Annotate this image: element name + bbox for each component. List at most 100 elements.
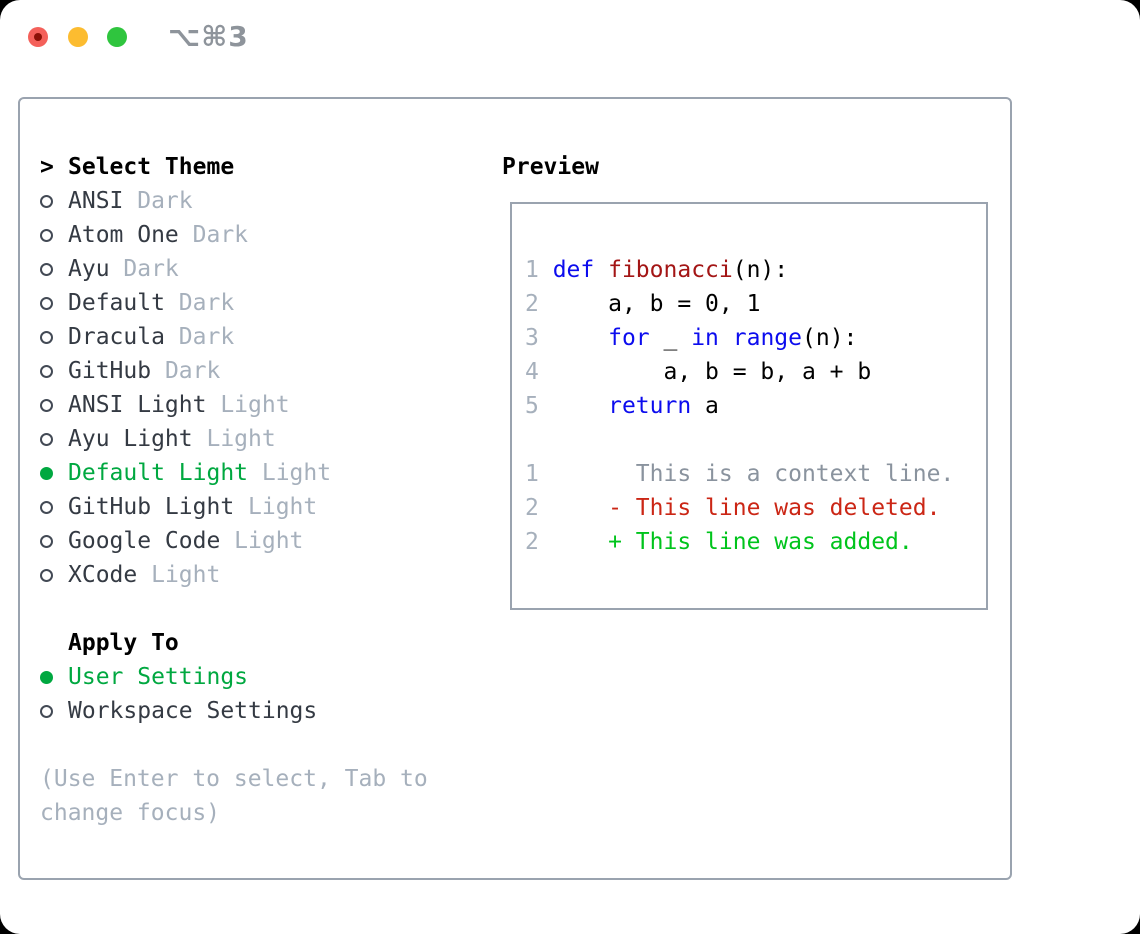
theme-name: Default Light <box>68 460 249 486</box>
code-segment-ctx: This is a context line. <box>538 461 955 487</box>
theme-variant-badge: Dark <box>178 324 235 350</box>
theme-variant-badge: Dark <box>192 222 249 248</box>
close-button[interactable] <box>28 27 48 47</box>
keyboard-hint: (Use Enter to select, Tab to change focu… <box>40 762 428 830</box>
apply-option-workspace-settings[interactable]: Workspace Settings <box>40 694 317 728</box>
code-segment-del: - This line was deleted. <box>538 495 941 521</box>
radio-icon <box>40 228 68 242</box>
theme-name: ANSI Light <box>68 392 207 418</box>
code-segment-fn: fibonacci <box>608 257 733 283</box>
code-segment-plain: a, b = b, a + b <box>552 359 872 385</box>
theme-list-header: > Select Theme <box>40 150 331 184</box>
theme-name: XCode <box>68 562 138 588</box>
radio-icon <box>40 432 68 446</box>
radio-icon <box>40 194 68 208</box>
theme-list-title: Select Theme <box>68 154 235 180</box>
code-segment-num: 2 <box>525 495 539 521</box>
theme-variant-badge: Light <box>248 494 318 520</box>
code-segment-num: 2 <box>525 529 539 555</box>
apply-option-label: User Settings <box>68 664 249 690</box>
preview-code-line: 2 + This line was added. <box>525 525 954 559</box>
zoom-button[interactable] <box>107 27 127 47</box>
preview-title: Preview <box>502 154 599 180</box>
apply-to-header: Apply To <box>40 626 317 660</box>
code-segment-plain: _ <box>649 325 692 351</box>
code-segment-num: 3 <box>525 325 553 351</box>
code-segment-plain <box>553 393 608 419</box>
apply-option-user-settings[interactable]: User Settings <box>40 660 317 694</box>
theme-option-dracula[interactable]: Dracula Dark <box>40 320 331 354</box>
theme-name: Default <box>68 290 165 316</box>
code-segment-plain <box>594 257 608 283</box>
theme-option-ansi-light[interactable]: ANSI Light Light <box>40 388 331 422</box>
code-segment-plain: (n): <box>802 325 858 351</box>
theme-name: GitHub Light <box>68 494 235 520</box>
unsaved-dot-icon <box>34 33 42 41</box>
theme-variant-badge: Dark <box>123 256 179 282</box>
radio-selected-icon <box>40 670 68 684</box>
theme-option-github-light[interactable]: GitHub Light Light <box>40 490 331 524</box>
preview-code-line <box>525 423 954 457</box>
theme-variant-badge: Light <box>234 528 304 554</box>
theme-option-ayu[interactable]: Ayu Dark <box>40 252 331 286</box>
theme-name: GitHub <box>68 358 152 384</box>
radio-icon <box>40 364 68 378</box>
theme-name: Ayu <box>68 256 110 282</box>
cursor-icon: > <box>40 154 54 180</box>
radio-icon <box>40 568 68 582</box>
preview-code-line: 2 a, b = 0, 1 <box>525 287 954 321</box>
code-segment-num: 1 <box>525 461 539 487</box>
code-segment-plain <box>719 325 733 351</box>
hint-line: (Use Enter to select, Tab to <box>40 766 428 792</box>
preview-code-line: 3 for _ in range(n): <box>525 321 954 355</box>
theme-option-ansi[interactable]: ANSI Dark <box>40 184 331 218</box>
preview-code-line: 5 return a <box>525 389 954 423</box>
theme-name: Atom One <box>68 222 179 248</box>
minimize-button[interactable] <box>68 27 88 47</box>
code-segment-num: 5 <box>525 393 553 419</box>
code-segment-num: 2 <box>525 291 553 317</box>
code-segment-kw: for <box>608 325 650 351</box>
code-segment-plain: a, b = 0, 1 <box>552 291 761 317</box>
preview-code-line: 4 a, b = b, a + b <box>525 355 954 389</box>
theme-option-atom-one[interactable]: Atom One Dark <box>40 218 331 252</box>
radio-icon <box>40 398 68 412</box>
code-segment-plain <box>553 325 608 351</box>
preview-code-line: 2 - This line was deleted. <box>525 491 954 525</box>
radio-icon <box>40 534 68 548</box>
radio-icon <box>40 330 68 344</box>
theme-variant-badge: Light <box>220 392 290 418</box>
code-segment-kw: def <box>552 257 595 283</box>
theme-name: Ayu Light <box>68 426 193 452</box>
code-segment-kw: in <box>691 325 719 351</box>
code-segment-plain: a <box>691 393 719 419</box>
theme-name: Google Code <box>68 528 221 554</box>
hint-line: change focus) <box>40 800 221 826</box>
code-segment-kw: return <box>608 393 692 419</box>
code-segment-kw: range <box>732 325 802 351</box>
code-segment-plain: (n): <box>732 257 789 283</box>
apply-option-label: Workspace Settings <box>68 698 318 724</box>
theme-option-github[interactable]: GitHub Dark <box>40 354 331 388</box>
apply-to-title: Apply To <box>68 630 179 656</box>
theme-variant-badge: Dark <box>164 358 221 384</box>
preview-code-line: 1 def fibonacci(n): <box>525 253 954 287</box>
theme-variant-badge: Dark <box>137 188 193 214</box>
radio-icon <box>40 296 68 310</box>
code-segment-num: 1 <box>525 257 553 283</box>
theme-option-google-code[interactable]: Google Code Light <box>40 524 331 558</box>
code-segment-num: 4 <box>525 359 553 385</box>
theme-name: Dracula <box>68 324 165 350</box>
theme-name: ANSI <box>68 188 124 214</box>
